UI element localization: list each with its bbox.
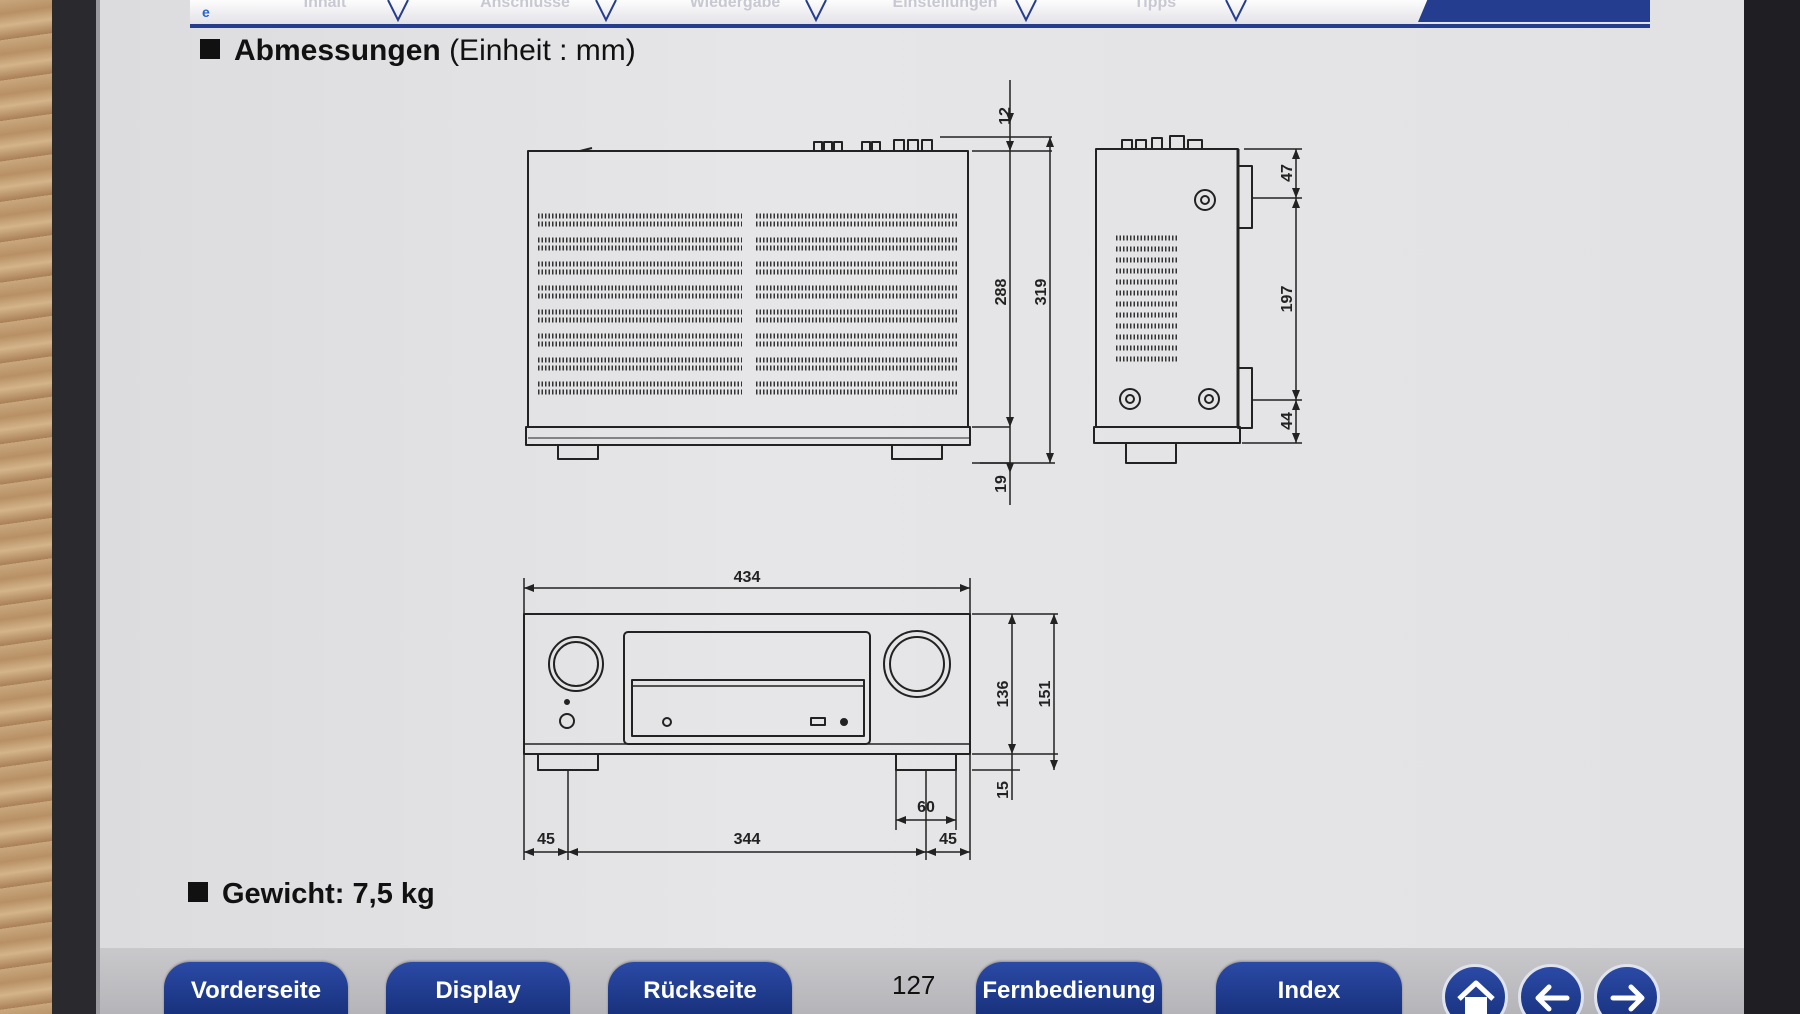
tab-separator-icon xyxy=(1225,0,1247,22)
dim-label-foot-span: 344 xyxy=(734,831,761,848)
dim-label-top-protrusion: 12 xyxy=(997,107,1014,125)
top-view-drawing xyxy=(525,139,971,460)
dim-label-side-upper: 47 xyxy=(1279,164,1296,182)
dim-label-side-middle: 197 xyxy=(1279,286,1296,313)
dimension-drawing: 12 288 319 19 47 197 44 434 136 151 15 6… xyxy=(523,80,1302,860)
nav-remote-button[interactable]: Fernbedienung xyxy=(976,962,1162,1014)
dim-label-foot-top: 19 xyxy=(993,475,1010,493)
tab-anhang-active[interactable] xyxy=(1418,0,1650,22)
section-title-unit: (Einheit : mm) xyxy=(449,34,636,67)
tab-separator-icon xyxy=(387,0,409,22)
tab-inhalt[interactable]: Inhalt xyxy=(303,0,347,11)
nav-index-button[interactable]: Index xyxy=(1216,962,1402,1014)
tab-separator-icon xyxy=(1015,0,1037,22)
tab-separator-icon xyxy=(595,0,617,22)
nav-rear-button[interactable]: Rückseite xyxy=(608,962,792,1014)
dim-label-total-height-top: 319 xyxy=(1033,279,1050,306)
dim-label-front-total-height: 151 xyxy=(1037,681,1054,708)
home-icon xyxy=(1457,980,1495,1014)
side-view-drawing xyxy=(1093,135,1253,464)
desk-background xyxy=(0,0,52,1014)
nav-forward-button[interactable] xyxy=(1594,964,1660,1014)
dim-label-side-lower: 44 xyxy=(1279,412,1296,430)
weight-heading: Gewicht: 7,5 kg xyxy=(188,878,435,911)
tab-tipps[interactable]: Tipps xyxy=(1133,0,1177,11)
square-bullet-icon xyxy=(200,39,220,59)
square-bullet-icon xyxy=(188,882,208,902)
brand-logo-icon: e xyxy=(202,4,210,20)
nav-front-button[interactable]: Vorderseite xyxy=(164,962,348,1014)
tab-separator-icon xyxy=(805,0,827,22)
dim-label-width-total: 434 xyxy=(734,569,761,586)
tab-anschluesse[interactable]: Anschlüsse xyxy=(480,0,570,11)
arrow-right-icon xyxy=(1610,984,1645,1012)
front-view-drawing xyxy=(523,613,971,771)
dim-label-front-height: 136 xyxy=(995,681,1012,708)
dim-label-foot-width: 60 xyxy=(917,799,935,816)
dim-label-foot-offset-left: 45 xyxy=(537,831,555,848)
nav-home-button[interactable] xyxy=(1442,964,1508,1014)
dim-label-foot-offset-right: 45 xyxy=(939,831,957,848)
arrow-left-icon xyxy=(1535,984,1570,1012)
top-tab-bar: Inhalt Anschlüsse Wiedergabe Einstellung… xyxy=(190,0,1650,28)
nav-back-button[interactable] xyxy=(1518,964,1584,1014)
dim-label-body-height-top: 288 xyxy=(993,279,1010,306)
nav-display-button[interactable]: Display xyxy=(386,962,570,1014)
dim-label-foot-height: 15 xyxy=(995,781,1012,799)
tab-wiedergabe[interactable]: Wiedergabe xyxy=(689,0,781,11)
page-number: 127 xyxy=(892,970,936,1000)
weight-text: Gewicht: 7,5 kg xyxy=(222,878,435,910)
section-title-bold: Abmessungen xyxy=(234,34,441,67)
tab-einstellungen[interactable]: Einstellungen xyxy=(892,0,998,11)
manual-page: Inhalt Anschlüsse Wiedergabe Einstellung… xyxy=(96,0,1744,1014)
section-title: Abmessungen (Einheit : mm) xyxy=(200,34,636,68)
